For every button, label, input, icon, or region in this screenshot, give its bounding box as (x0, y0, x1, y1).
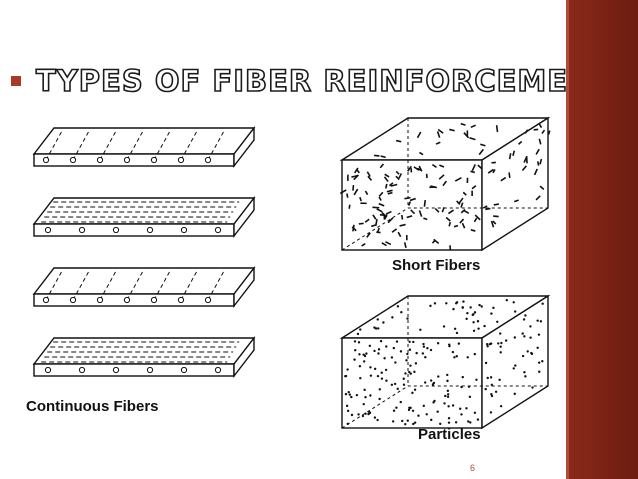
page-number: 6 (470, 463, 476, 473)
continuous-fiber-plates (32, 125, 256, 379)
short-fibers-box (339, 116, 551, 252)
particles-box (339, 294, 551, 430)
caption-continuous-fibers: Continuous Fibers (26, 398, 159, 415)
title-bullet-square (11, 76, 21, 86)
sidebar-edge (566, 0, 569, 479)
slide-title: TYPES OF FIBER REINFORCEMENTS (35, 63, 637, 99)
decorative-sidebar (566, 0, 638, 479)
caption-particles: Particles (418, 426, 481, 443)
fiber-reinforcement-figure (32, 116, 551, 430)
caption-short-fibers: Short Fibers (392, 257, 481, 274)
